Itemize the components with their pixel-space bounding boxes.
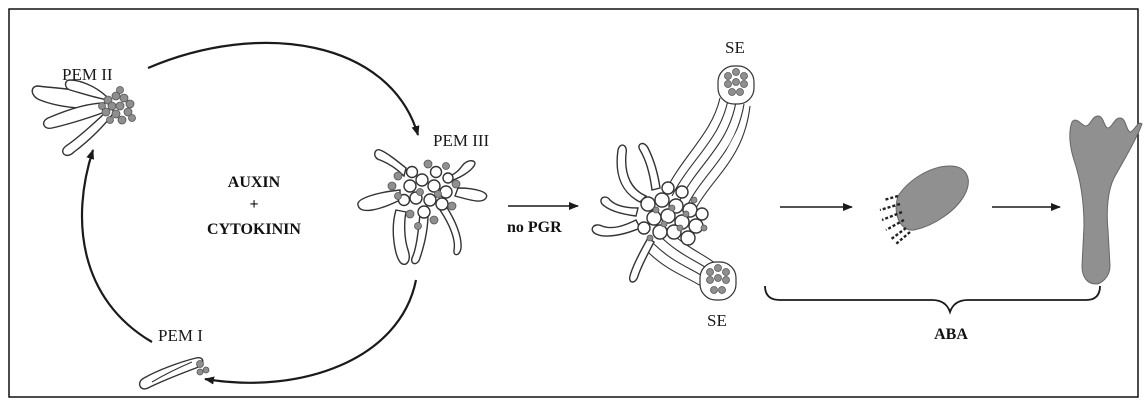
arrow-pem3-to-pem1	[205, 280, 416, 383]
se-bottom-head	[700, 262, 736, 300]
label-auxin: AUXIN	[228, 174, 281, 191]
label-pem-iii: PEM III	[433, 131, 490, 150]
aba-brace	[765, 286, 1100, 312]
label-se-bottom: SE	[707, 311, 727, 330]
arrow-pem1-to-pem2	[82, 150, 152, 342]
label-no-pgr: no PGR	[507, 219, 562, 236]
label-cytokinin: CYTOKININ	[207, 221, 301, 238]
se-core-cells	[638, 182, 708, 245]
pem-ii-illustration	[32, 80, 135, 155]
mature-embryo-illustration	[1070, 116, 1142, 284]
label-aba: ABA	[934, 326, 968, 343]
arrow-pem2-to-pem3	[148, 43, 418, 135]
pem-iii-illustration	[358, 150, 487, 265]
label-pem-ii: PEM II	[62, 65, 113, 84]
pem-i-illustration	[140, 358, 209, 389]
se-formation-illustration	[592, 66, 754, 300]
early-embryo-illustration	[880, 166, 968, 244]
se-top-head	[718, 66, 754, 104]
label-pem-i: PEM I	[158, 326, 203, 345]
label-se-top: SE	[725, 38, 745, 57]
label-plus: +	[249, 196, 258, 213]
